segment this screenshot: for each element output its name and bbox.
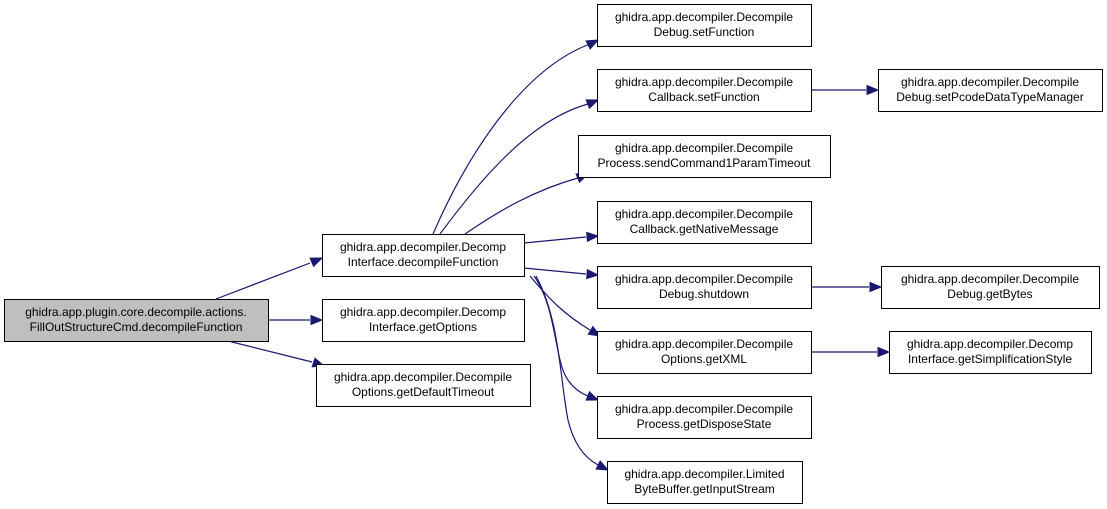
- node-sendCommand[interactable]: ghidra.app.decompiler.DecompileProcess.s…: [578, 135, 831, 178]
- node-getSimplification[interactable]: ghidra.app.decompiler.DecompInterface.ge…: [889, 331, 1092, 374]
- node-box: [889, 331, 1092, 374]
- node-box: [597, 331, 812, 374]
- node-label-line: Callback.getNativeMessage: [630, 222, 779, 236]
- edge-callbackSetFunction-to-setPcode: [811, 84, 880, 96]
- edge-decompFunction-to-getInputStream: [535, 275, 610, 471]
- edge-decompFunction-to-debugSetFunction: [432, 39, 600, 235]
- edges-layer: [215, 39, 891, 471]
- node-label-line: ghidra.app.decompiler.Decomp: [907, 337, 1073, 351]
- node-box: [878, 69, 1103, 112]
- edge-line: [533, 275, 589, 397]
- edge-root-to-getDefaultTimeout: [227, 340, 326, 368]
- arrowhead-icon: [309, 257, 324, 268]
- node-label-line: Debug.setFunction: [654, 25, 755, 39]
- node-label-line: Interface.getSimplificationStyle: [908, 352, 1072, 366]
- node-getInputStream[interactable]: ghidra.app.decompiler.LimitedByteBuffer.…: [607, 461, 803, 504]
- node-decompFunction[interactable]: ghidra.app.decompiler.DecompInterface.de…: [322, 234, 525, 277]
- node-label-line: FillOutStructureCmd.decompileFunction: [30, 320, 243, 334]
- node-box: [597, 4, 812, 47]
- edge-decompFunction-to-shutdown: [523, 267, 600, 280]
- node-label-line: ghidra.app.decompiler.Decompile: [615, 141, 793, 155]
- arrowhead-icon: [310, 314, 324, 326]
- edge-decompFunction-to-getDisposeState: [533, 275, 600, 401]
- arrowhead-icon: [877, 346, 891, 358]
- node-label-line: ghidra.app.decompiler.Decomp: [340, 305, 506, 319]
- node-label-line: Debug.getBytes: [947, 287, 1032, 301]
- arrowhead-icon: [586, 268, 600, 280]
- arrowhead-icon: [585, 390, 600, 401]
- node-label-line: ghidra.app.decompiler.Limited: [624, 467, 784, 481]
- arrowhead-icon: [586, 231, 600, 243]
- node-getNativeMessage[interactable]: ghidra.app.decompiler.DecompileCallback.…: [597, 201, 812, 244]
- node-label-line: ghidra.app.decompiler.Decompile: [615, 10, 793, 24]
- arrowhead-icon: [585, 39, 600, 50]
- node-shutdown[interactable]: ghidra.app.decompiler.DecompileDebug.shu…: [597, 266, 812, 309]
- arrowhead-icon: [866, 84, 880, 96]
- edge-root-to-getOptions: [268, 314, 324, 326]
- node-label-line: ghidra.app.decompiler.Decompile: [615, 75, 793, 89]
- node-getDisposeState[interactable]: ghidra.app.decompiler.DecompileProcess.g…: [597, 396, 812, 439]
- edge-line: [523, 236, 587, 244]
- edge-line: [215, 262, 311, 300]
- node-label-line: ghidra.app.decompiler.Decompile: [615, 337, 793, 351]
- node-label-line: ghidra.app.decompiler.Decomp: [340, 240, 506, 254]
- node-callbackSetFunction[interactable]: ghidra.app.decompiler.DecompileCallback.…: [597, 69, 812, 112]
- node-label-line: ghidra.app.decompiler.Decompile: [615, 272, 793, 286]
- node-label-line: ghidra.app.plugin.core.decompile.actions…: [25, 305, 246, 319]
- node-label-line: Process.getDisposeState: [637, 417, 772, 431]
- node-box: [597, 201, 812, 244]
- node-box: [881, 266, 1100, 309]
- edge-line: [529, 275, 591, 331]
- node-debugSetFunction[interactable]: ghidra.app.decompiler.DecompileDebug.set…: [597, 4, 812, 47]
- node-label-line: Options.getDefaultTimeout: [352, 385, 495, 399]
- node-label-line: ghidra.app.decompiler.Decompile: [334, 370, 512, 384]
- node-box: [578, 135, 831, 178]
- nodes-layer: ghidra.app.plugin.core.decompile.actions…: [4, 4, 1103, 504]
- node-label-line: Interface.decompileFunction: [348, 255, 499, 269]
- node-label-line: Debug.shutdown: [659, 287, 749, 301]
- edge-line: [227, 340, 313, 363]
- arrowhead-icon: [869, 281, 883, 293]
- node-box: [322, 234, 525, 277]
- edge-decompFunction-to-callbackSetFunction: [439, 99, 600, 235]
- node-label-line: ghidra.app.decompiler.Decompile: [615, 207, 793, 221]
- edge-getXML-to-getSimplification: [811, 346, 891, 358]
- node-box: [597, 69, 812, 112]
- node-label-line: Interface.getOptions: [369, 320, 477, 334]
- node-getOptions[interactable]: ghidra.app.decompiler.DecompInterface.ge…: [322, 299, 525, 342]
- node-box: [607, 461, 803, 504]
- node-root[interactable]: ghidra.app.plugin.core.decompile.actions…: [4, 299, 269, 342]
- node-setPcode[interactable]: ghidra.app.decompiler.DecompileDebug.set…: [878, 69, 1103, 112]
- arrowhead-icon: [595, 460, 610, 471]
- node-box: [597, 266, 812, 309]
- node-label-line: Options.getXML: [661, 352, 747, 366]
- node-label-line: ghidra.app.decompiler.Decompile: [615, 402, 793, 416]
- edge-line: [535, 275, 599, 466]
- edge-line: [432, 43, 591, 235]
- edge-root-to-decompFunction: [215, 257, 324, 300]
- node-label-line: ghidra.app.decompiler.Decompile: [901, 272, 1079, 286]
- edge-shutdown-to-getBytes: [811, 281, 883, 293]
- edge-decompFunction-to-sendCommand: [464, 173, 590, 235]
- node-getDefaultTimeout[interactable]: ghidra.app.decompiler.DecompileOptions.g…: [316, 364, 531, 407]
- edge-line: [439, 103, 589, 235]
- node-box: [322, 299, 525, 342]
- edge-line: [464, 177, 579, 235]
- node-label-line: Callback.setFunction: [648, 90, 759, 104]
- node-label-line: Process.sendCommand1ParamTimeout: [598, 156, 812, 170]
- edge-decompFunction-to-getNativeMessage: [523, 231, 600, 244]
- node-box: [597, 396, 812, 439]
- node-getBytes[interactable]: ghidra.app.decompiler.DecompileDebug.get…: [881, 266, 1100, 309]
- arrowhead-icon: [585, 99, 600, 110]
- node-label-line: Debug.setPcodeDataTypeManager: [896, 90, 1083, 104]
- edge-line: [523, 267, 587, 275]
- node-box: [4, 299, 269, 342]
- node-box: [316, 364, 531, 407]
- node-getXML[interactable]: ghidra.app.decompiler.DecompileOptions.g…: [597, 331, 812, 374]
- node-label-line: ByteBuffer.getInputStream: [634, 482, 775, 496]
- node-label-line: ghidra.app.decompiler.Decompile: [901, 75, 1079, 89]
